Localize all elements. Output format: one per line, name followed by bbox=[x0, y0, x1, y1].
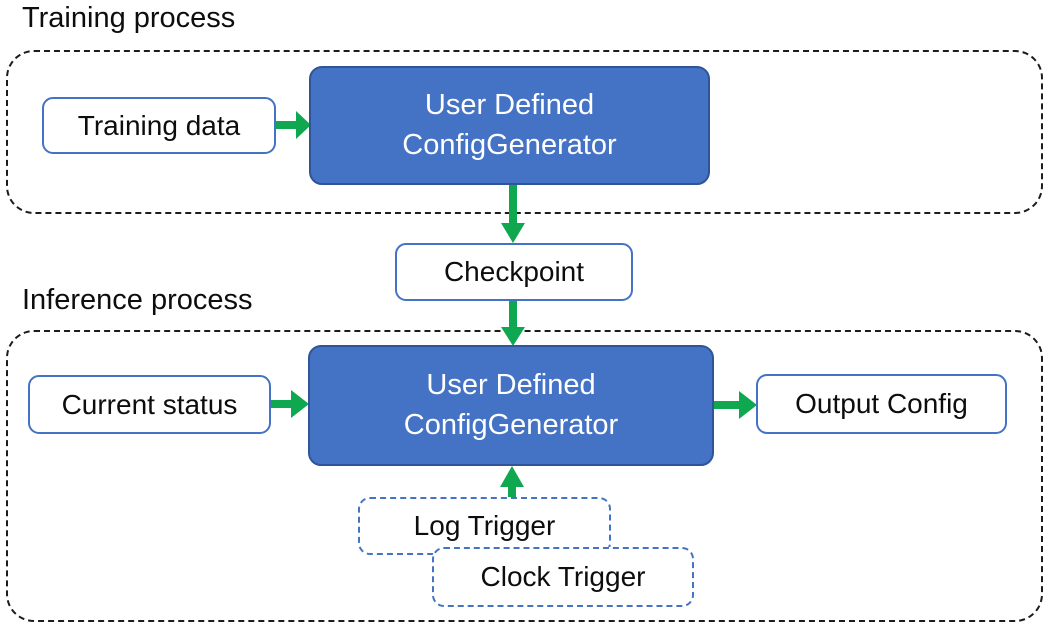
config-generator-training-node: User Defined ConfigGenerator bbox=[309, 66, 710, 185]
config-generator-inference-node: User Defined ConfigGenerator bbox=[308, 345, 714, 466]
training-process-container bbox=[6, 50, 1043, 214]
config-generator-inference-label-line2: ConfigGenerator bbox=[403, 408, 619, 441]
config-generator-training-label-line1: User Defined bbox=[424, 89, 595, 122]
clock-trigger-label: Clock Trigger bbox=[480, 561, 646, 592]
config-generator-inference-label-line1: User Defined bbox=[426, 369, 596, 402]
current-status-label: Current status bbox=[61, 388, 238, 420]
output-config-node: Output Config bbox=[756, 374, 1007, 434]
log-trigger-node: Log Trigger bbox=[358, 497, 611, 555]
current-status-node: Current status bbox=[28, 375, 271, 434]
checkpoint-label: Checkpoint bbox=[443, 256, 585, 287]
training-process-title: Training process bbox=[22, 2, 236, 34]
config-generator-training-label-line2: ConfigGenerator bbox=[402, 128, 617, 161]
checkpoint-node: Checkpoint bbox=[395, 243, 633, 301]
training-data-label: Training data bbox=[77, 109, 241, 141]
training-data-node: Training data bbox=[42, 97, 276, 154]
clock-trigger-node: Clock Trigger bbox=[432, 547, 694, 607]
log-trigger-label: Log Trigger bbox=[413, 510, 556, 541]
output-config-label: Output Config bbox=[795, 388, 968, 419]
inference-process-title: Inference process bbox=[22, 284, 253, 316]
